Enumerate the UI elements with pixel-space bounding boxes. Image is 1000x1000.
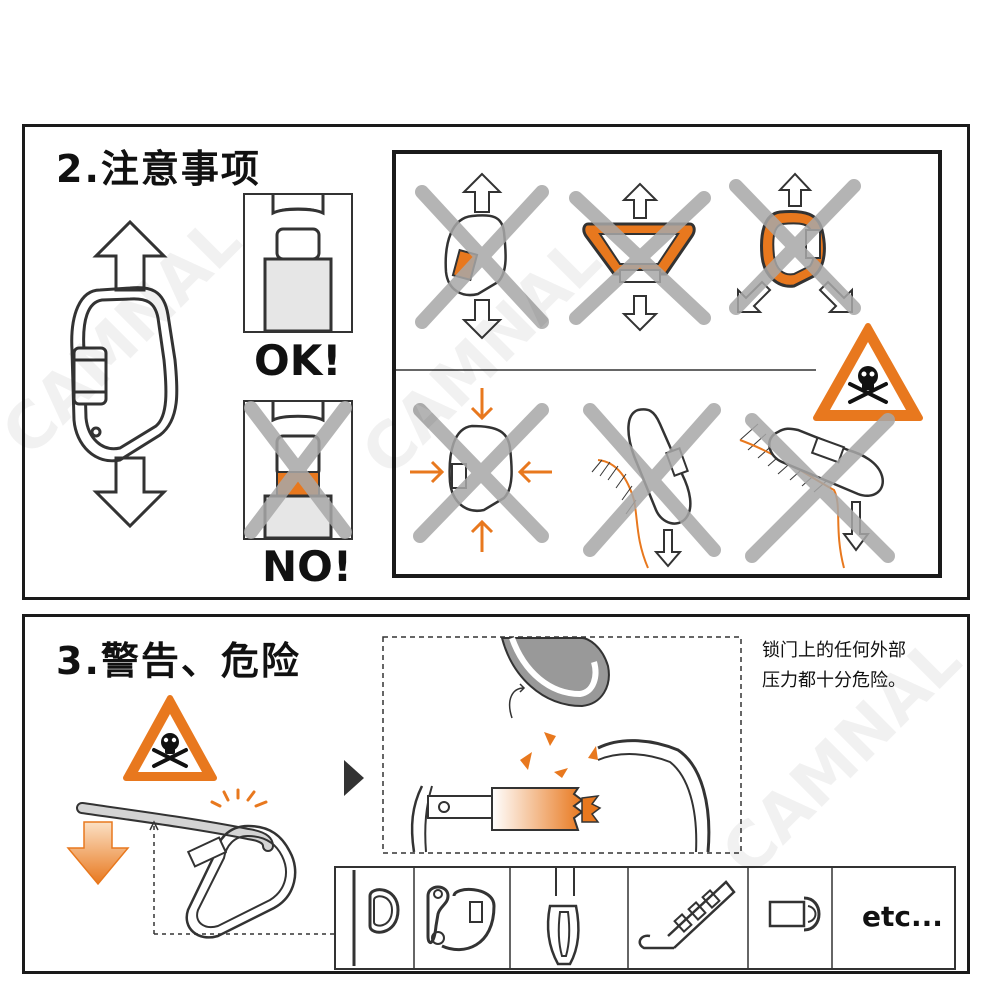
danger-warning-sign [813,323,923,421]
warning-note-line1: 锁门上的任何外部 [762,640,906,661]
broken-gate-detail [382,636,742,854]
main-carabiner-illustration [70,219,179,529]
warning-note-line2: 压力都十分危险。 [762,670,906,691]
ok-illustration [243,193,353,333]
misuse-three-way-load [729,172,861,315]
play-arrow-icon [344,760,364,796]
misuse-rock-edge [583,403,721,569]
skull-icon [848,366,888,404]
up-arrow [92,219,168,292]
no-illustration [243,400,353,540]
misuse-horizontal-load [569,182,711,332]
carabiner-body [70,286,179,463]
item-strip [334,866,956,970]
ok-label: OK! [254,336,342,385]
down-arrow [92,456,168,529]
misuse-compression [410,388,552,552]
misuse-gate-on-rock [739,413,895,569]
dashed-connector-left [149,820,336,935]
cross-mark [244,401,352,539]
screw-gate-sleeve [72,346,108,438]
misuse-divider [396,369,816,371]
section-3-heading: 3.警告、危险 [56,639,301,683]
skull-icon-2 [152,733,188,768]
etc-label: etc... [862,900,943,933]
gate-loaded-carabiner [76,788,297,939]
no-label: NO! [262,542,353,591]
misuse-vertical-load [415,172,549,340]
section-2-heading: 2.注意事项 [56,147,261,191]
down-arrow-orange [66,821,130,886]
danger-warning-sign-2 [123,695,217,781]
